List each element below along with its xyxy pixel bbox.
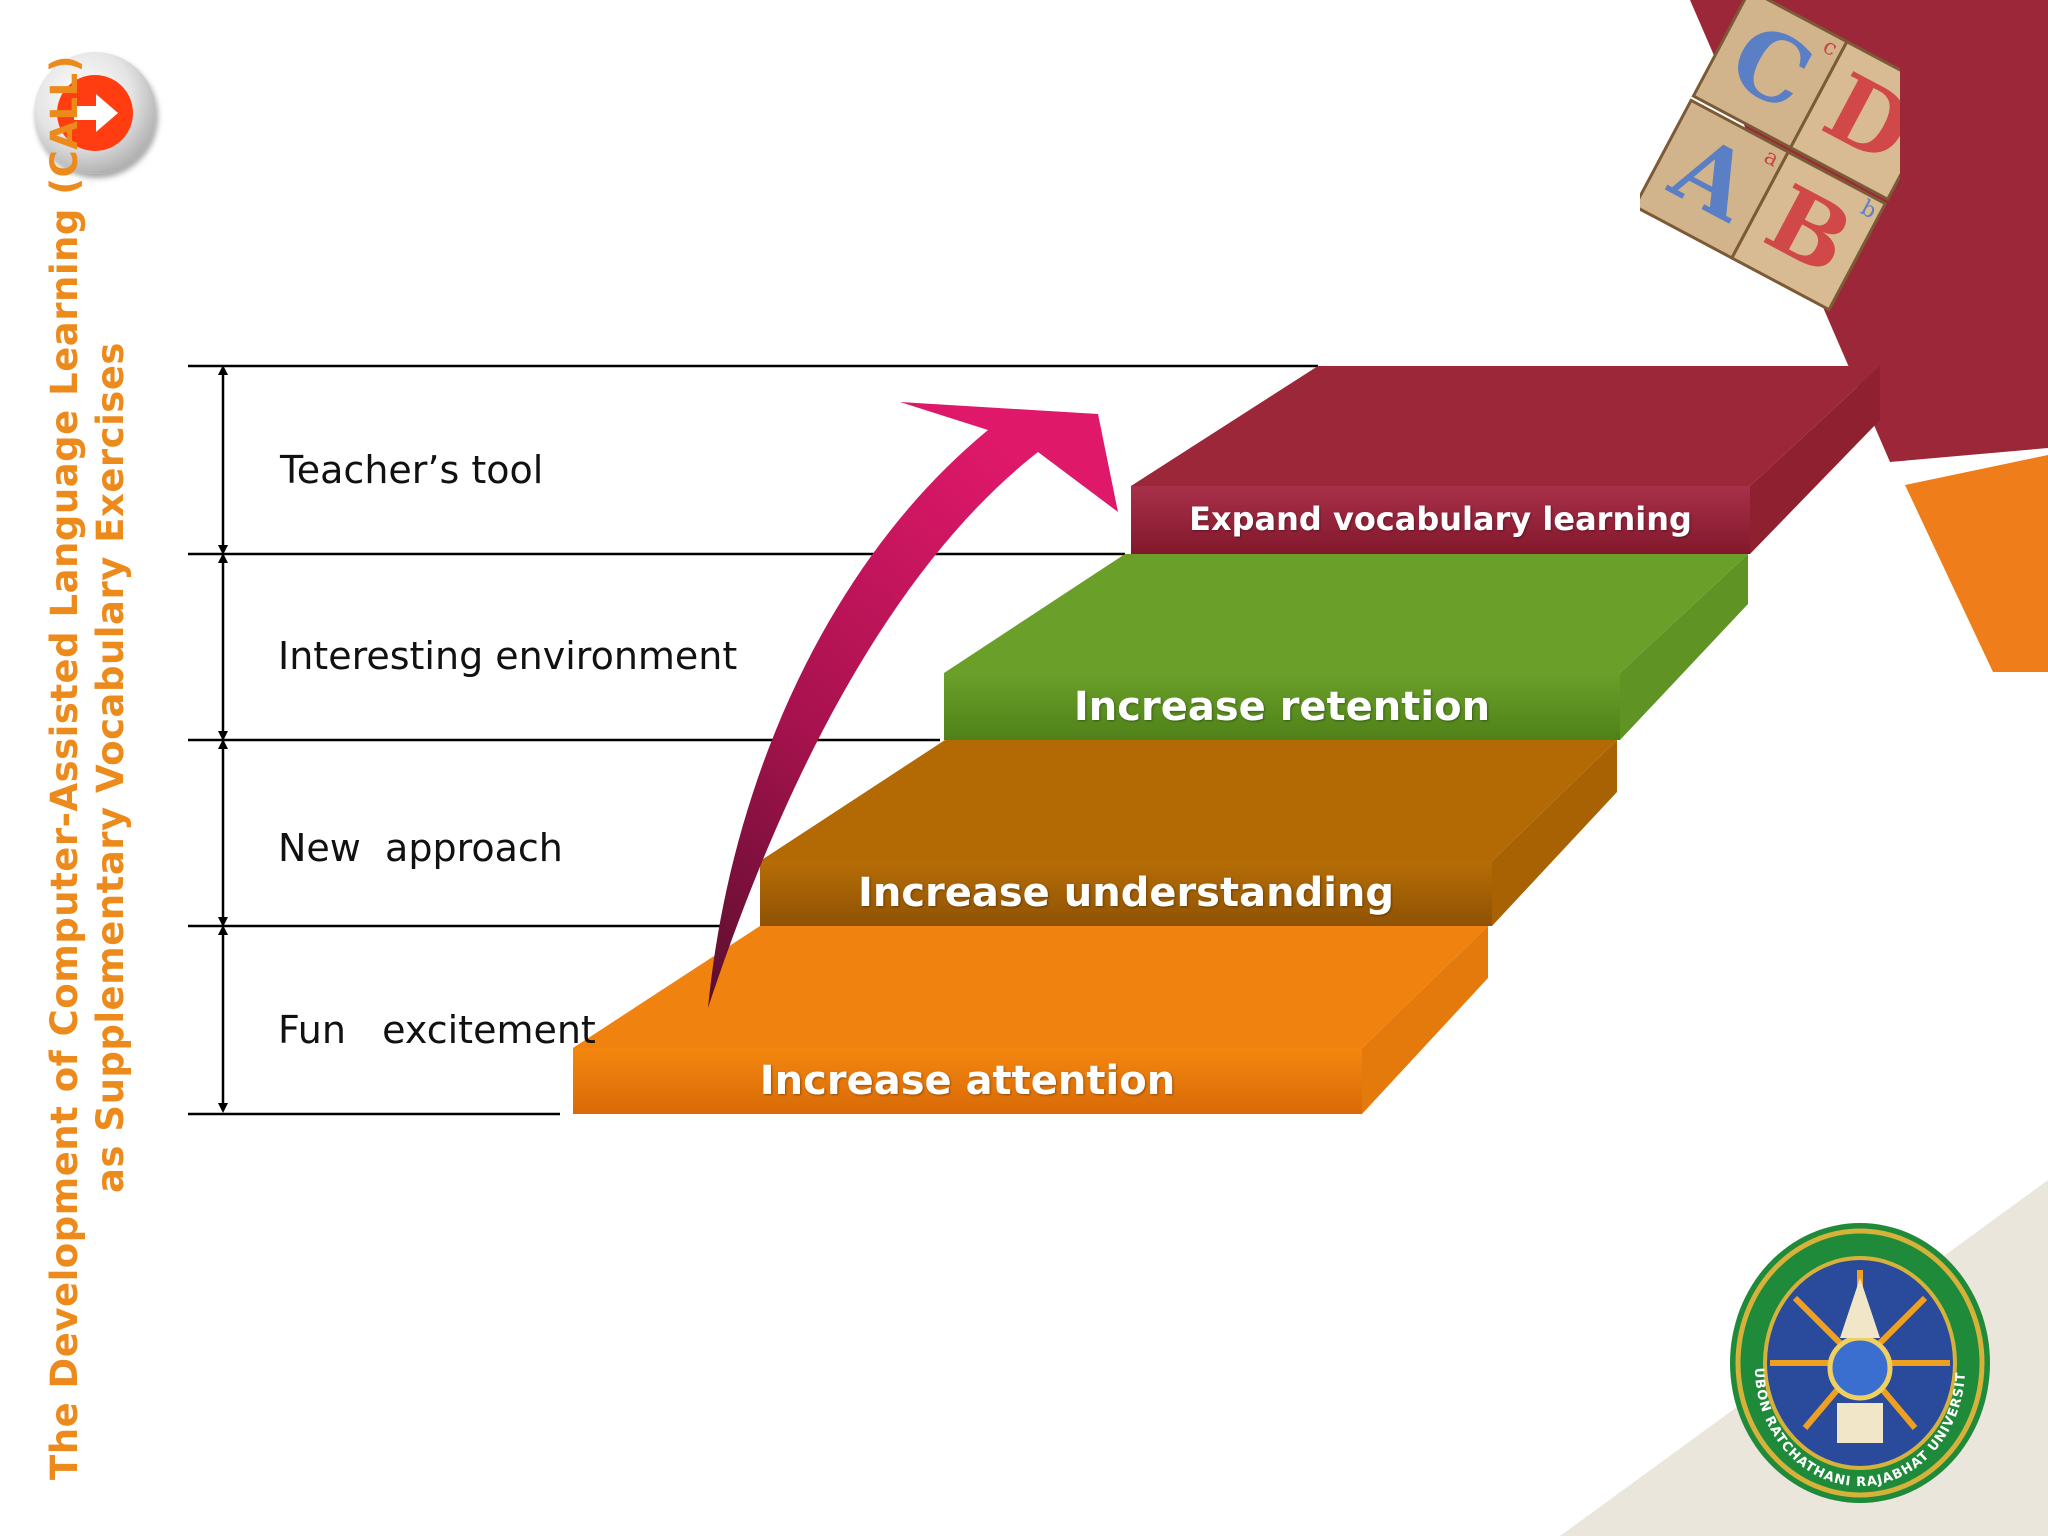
step-label-attention: Increase attention (759, 1058, 1176, 1104)
level-label-fun-excitement: Fun excitement (278, 1008, 596, 1052)
step-label-understanding: Increase understanding (857, 870, 1395, 916)
arrow-right-icon (57, 75, 133, 151)
step-retention (944, 554, 1748, 740)
letter-blocks: C c D d A a B b (1640, 0, 1900, 312)
step-understanding (760, 740, 1617, 926)
level-label-new-approach: New approach (278, 826, 563, 870)
step-label-expand: Expand vocabulary learning (1189, 500, 1692, 538)
block-b: B b (1729, 150, 1888, 312)
university-seal: UBON RATCHATHANI RAJABHAT UNIVERSITY (1725, 1218, 1990, 1503)
growth-arrow (708, 402, 1118, 1008)
corner-orange-shape (1905, 455, 2048, 672)
next-slide-button[interactable] (34, 52, 156, 174)
step-label-retention: Increase retention (1073, 684, 1491, 730)
block-c: C c (1691, 0, 1849, 150)
step-attention (573, 926, 1488, 1114)
level-label-teachers-tool: Teacher’s tool (280, 448, 544, 492)
step-expand (1131, 366, 1880, 554)
level-label-interesting-environment: Interesting environment (278, 634, 738, 678)
block-a: A a (1640, 98, 1791, 261)
